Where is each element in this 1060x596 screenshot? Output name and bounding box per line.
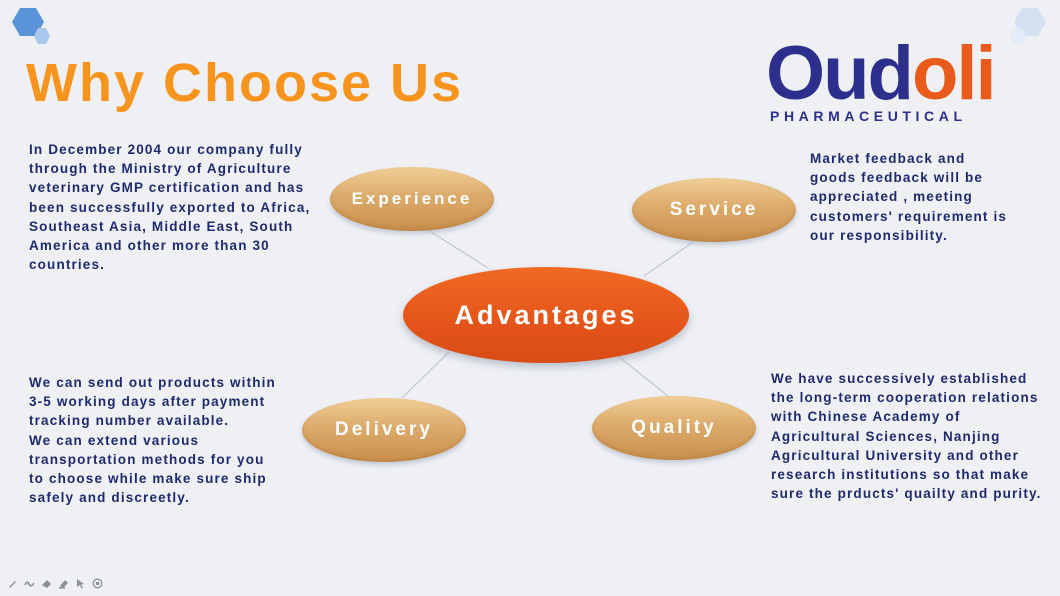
delivery-node: Delivery (302, 398, 466, 462)
connector-delivery (401, 351, 450, 399)
service-node: Service (632, 178, 796, 242)
connector-service (643, 239, 697, 277)
advantages-center-node: Advantages (403, 267, 689, 363)
pointer-icon[interactable] (74, 577, 87, 590)
connector-experience (427, 229, 489, 269)
presentation-toolbar (6, 577, 104, 590)
connector-quality (617, 355, 669, 397)
logo-word-orange: oli (911, 31, 997, 116)
quality-node: Quality (592, 396, 756, 460)
company-logo: Oudoli PHARMACEUTICAL (766, 36, 997, 128)
logo-wordmark: Oudoli (766, 36, 997, 112)
highlighter-icon[interactable] (23, 577, 36, 590)
logo-word-dark: Oud (766, 31, 914, 116)
service-description: Market feedback and goods feedback will … (810, 151, 1008, 243)
logo-subtitle: PHARMACEUTICAL (770, 108, 967, 124)
experience-description: In December 2004 our company fully throu… (29, 142, 311, 273)
clear-icon[interactable] (57, 577, 70, 590)
eraser-icon[interactable] (40, 577, 53, 590)
quality-description: We have successively established the lon… (771, 371, 1042, 502)
corner-hexagon-left-icon (12, 8, 50, 44)
laser-icon[interactable] (91, 577, 104, 590)
page-title: Why Choose Us (26, 53, 464, 113)
pen-icon[interactable] (6, 577, 19, 590)
experience-node: Experience (330, 167, 494, 231)
corner-hexagon-right-icon (1010, 8, 1046, 44)
delivery-description: We can send out products within 3-5 work… (29, 375, 276, 506)
